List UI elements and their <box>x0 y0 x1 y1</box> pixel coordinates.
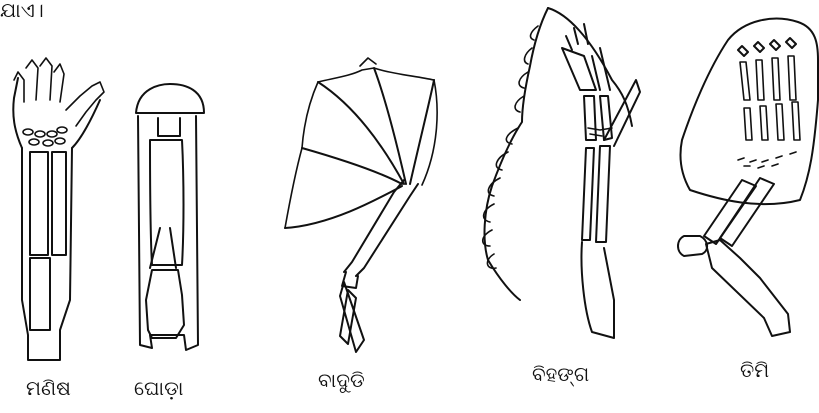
human-arm-drawing <box>13 58 104 360</box>
bird-wing-drawing <box>483 8 640 338</box>
text-fragment-top: ଯାଏ। <box>0 0 44 22</box>
bat-wing-drawing <box>285 58 437 352</box>
label-whale: ତିମି <box>740 358 769 382</box>
horse-leg-drawing <box>136 84 204 350</box>
whale-flipper-drawing <box>678 19 818 336</box>
label-bat: ବାଦୁଡି <box>318 368 365 392</box>
label-human: ମଣିଷ <box>26 376 71 400</box>
label-horse: ଘୋଡ଼ା <box>134 376 183 400</box>
label-bird: ବିହଙ୍ଗ <box>532 362 589 386</box>
